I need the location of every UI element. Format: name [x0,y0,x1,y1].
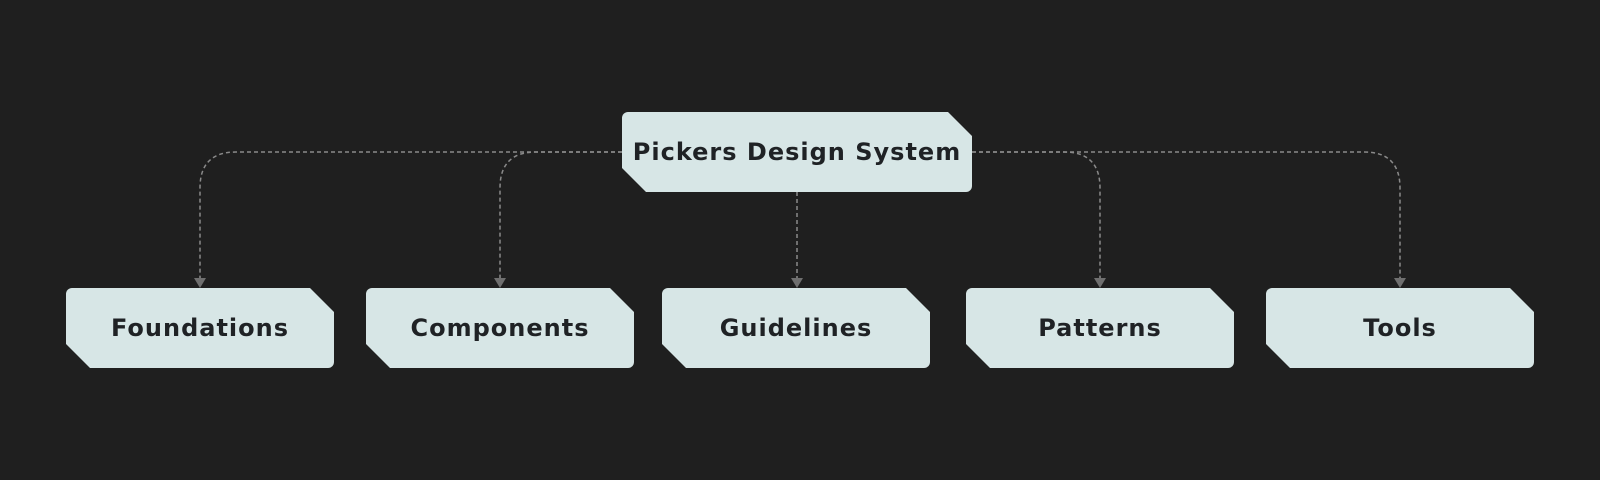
node-patterns[interactable]: Patterns [966,288,1234,368]
arrowhead-components [494,278,506,288]
connector-foundations [199,151,622,278]
root-node-label: Pickers Design System [632,138,962,166]
connector-components [499,151,622,278]
node-foundations[interactable]: Foundations [66,288,334,368]
root-node[interactable]: Pickers Design System [622,112,972,192]
node-foundations-label: Foundations [110,314,289,342]
arrowhead-guidelines [791,278,803,288]
connector-tools [972,151,1401,278]
arrowhead-tools [1394,278,1406,288]
node-components-label: Components [410,314,590,342]
connector-patterns [972,151,1101,278]
arrowhead-patterns [1094,278,1106,288]
node-guidelines-label: Guidelines [719,314,873,342]
arrowhead-foundations [194,278,206,288]
node-guidelines[interactable]: Guidelines [662,288,930,368]
node-tools[interactable]: Tools [1266,288,1534,368]
node-tools-label: Tools [1363,314,1437,342]
node-components[interactable]: Components [366,288,634,368]
node-patterns-label: Patterns [1038,314,1162,342]
